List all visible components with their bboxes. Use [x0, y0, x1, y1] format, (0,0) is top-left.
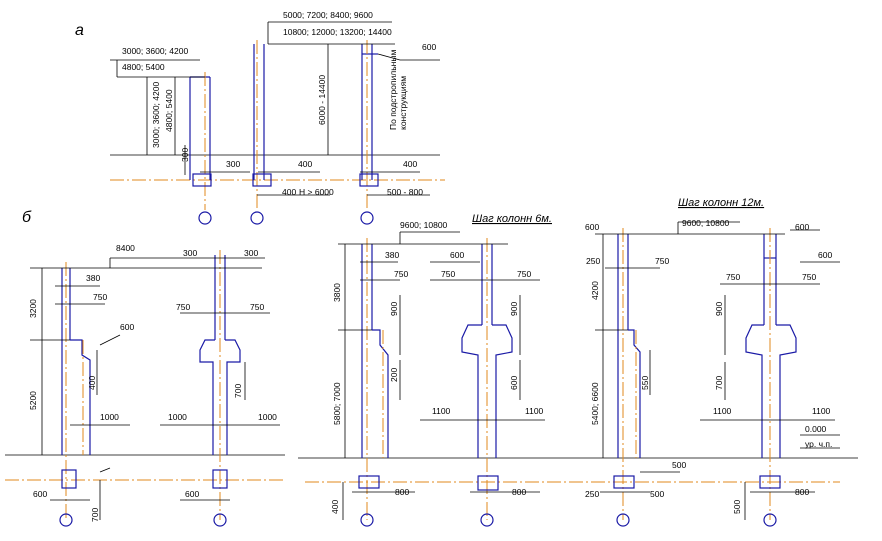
dim-label: 400 [87, 376, 97, 390]
dim-label: 750 [655, 256, 669, 266]
dim-label: 5800; 7000 [332, 382, 342, 425]
dim-label: 750 [441, 269, 455, 279]
dim-label: 900 [714, 302, 724, 316]
dim-label: 600 [422, 42, 436, 52]
label-step-12m: Шаг колонн 12м. [678, 197, 764, 209]
dim-label: 750 [726, 272, 740, 282]
dim-label: 500 [650, 489, 664, 499]
dim-label: 750 [176, 302, 190, 312]
dim-label: 600 [450, 250, 464, 260]
dim-label: 0.000 [805, 424, 827, 434]
dim-label: 600 [33, 489, 47, 499]
dim-label: 3000; 3600; 4200 [122, 46, 188, 56]
dim-label: 1000 [258, 412, 277, 422]
dim-label: 250 [585, 489, 599, 499]
dim-label: 1100 [713, 406, 732, 416]
dim-label: 800 [512, 487, 526, 497]
dim-label: 400 [298, 159, 312, 169]
dim-label: 200 [389, 368, 399, 382]
dim-label: 5000; 7200; 8400; 9600 [283, 10, 373, 20]
dim-label: 750 [250, 302, 264, 312]
dim-label: 1000 [168, 412, 187, 422]
dim-label: 10800; 12000; 13200; 14400 [283, 27, 392, 37]
dim-label: 550 [640, 376, 650, 390]
dim-label: 600 [185, 489, 199, 499]
part-b-middle-sketch [298, 231, 858, 527]
dim-label: 300 [183, 248, 197, 258]
dim-label: 3000; 3600; 4200 [151, 82, 161, 148]
dim-label: 4200 [590, 281, 600, 300]
label-a: а [75, 22, 84, 39]
dim-label: 380 [86, 273, 100, 283]
dim-label: 750 [93, 292, 107, 302]
dim-label: 1000 [100, 412, 119, 422]
dim-label: 750 [394, 269, 408, 279]
label-b: б [22, 209, 32, 226]
dim-label: 600 [818, 250, 832, 260]
dim-label: 5400; 6600 [590, 382, 600, 425]
dim-label: 600 [509, 376, 519, 390]
dim-label: 8400 [116, 243, 135, 253]
dim-label: 9600; 10800 [682, 218, 730, 228]
dim-label: H > 6000 [299, 187, 334, 197]
dim-label: 1100 [525, 406, 544, 416]
dim-label: 750 [517, 269, 531, 279]
dim-label: 700 [233, 384, 243, 398]
dim-label: 3200 [28, 299, 38, 318]
dim-label: 600 [795, 222, 809, 232]
dim-label: 1100 [432, 406, 451, 416]
dim-label: 4800; 5400 [164, 89, 174, 132]
dim-label: 700 [90, 508, 100, 522]
dim-label: 600 [585, 222, 599, 232]
dim-label: 300 [244, 248, 258, 258]
dim-label: 3800 [332, 283, 342, 302]
dim-label: 300 [226, 159, 240, 169]
dim-label: 400 [403, 159, 417, 169]
dim-label: 250 [586, 256, 600, 266]
part-a-sketch [110, 21, 445, 225]
dim-label: 4800; 5400 [122, 62, 165, 72]
dim-label: По подстропильным [388, 50, 398, 130]
dim-label: ур. ч.п. [805, 439, 832, 449]
part-b-left-sketch [5, 250, 285, 527]
dim-label: 900 [509, 302, 519, 316]
dim-label: 900 [389, 302, 399, 316]
dim-label: 300 [180, 148, 190, 162]
dim-label: 6000 - 14400 [317, 75, 327, 125]
dim-label: 750 [802, 272, 816, 282]
dim-label: 800 [395, 487, 409, 497]
dim-label: 500 [732, 500, 742, 514]
dim-label: 800 [795, 487, 809, 497]
dim-label: 400 [330, 500, 340, 514]
dim-label: 5200 [28, 391, 38, 410]
part-b-right-sketch [595, 221, 840, 527]
dim-label: 600 [120, 322, 134, 332]
dim-label: 700 [714, 376, 724, 390]
dim-label: конструкциям [398, 76, 408, 130]
dim-label: 500 [672, 460, 686, 470]
dim-label: 380 [385, 250, 399, 260]
dim-label: 1100 [812, 406, 831, 416]
dim-label: 400 [282, 187, 296, 197]
dim-label: 9600; 10800 [400, 220, 448, 230]
label-step-6m: Шаг колонн 6м. [472, 213, 552, 225]
dim-label: 500 - 800 [387, 187, 423, 197]
